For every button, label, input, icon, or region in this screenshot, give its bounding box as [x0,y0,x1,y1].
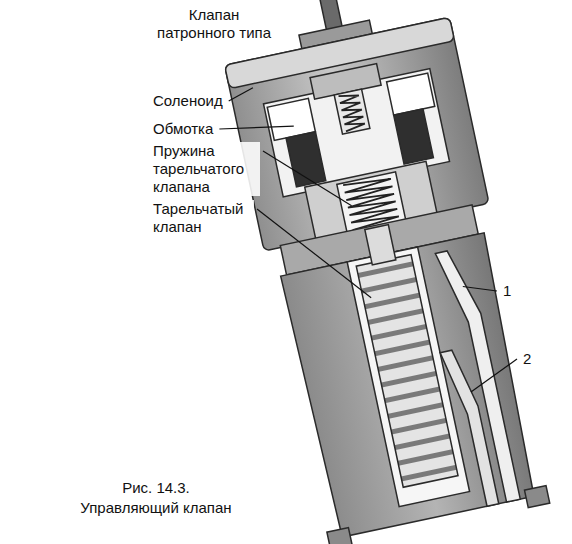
leader-line [463,286,497,291]
callout-number: 2 [520,350,534,368]
leader-line [471,359,517,392]
leader-line [263,151,352,206]
poppet [356,255,458,488]
coil-core [286,132,326,187]
bolt [327,528,352,544]
coil-core [394,109,434,164]
part-label: Тарельчатый клапан [150,200,254,236]
part-label: Пружина тарельчатого клапана [150,142,260,196]
leader-line [229,88,253,101]
part-label: Клапан патронного типа [148,6,280,42]
part-label: Соленоид [150,92,226,110]
passage [440,347,499,509]
leader-line [257,209,371,298]
figure-caption: Рис. 14.3. Управляющий клапан [72,478,240,518]
armature [334,89,370,134]
leader-line [219,126,293,129]
bolt [524,486,549,508]
passage [435,247,520,506]
spring-coil [339,92,366,131]
poppet-stem [365,225,396,265]
valve-body [215,0,553,544]
poppet-spring [325,89,400,230]
coil-winding [387,73,435,115]
part-label: Обмотка [150,120,216,138]
cartridge-body [281,233,540,538]
callout-number: 1 [500,282,514,300]
